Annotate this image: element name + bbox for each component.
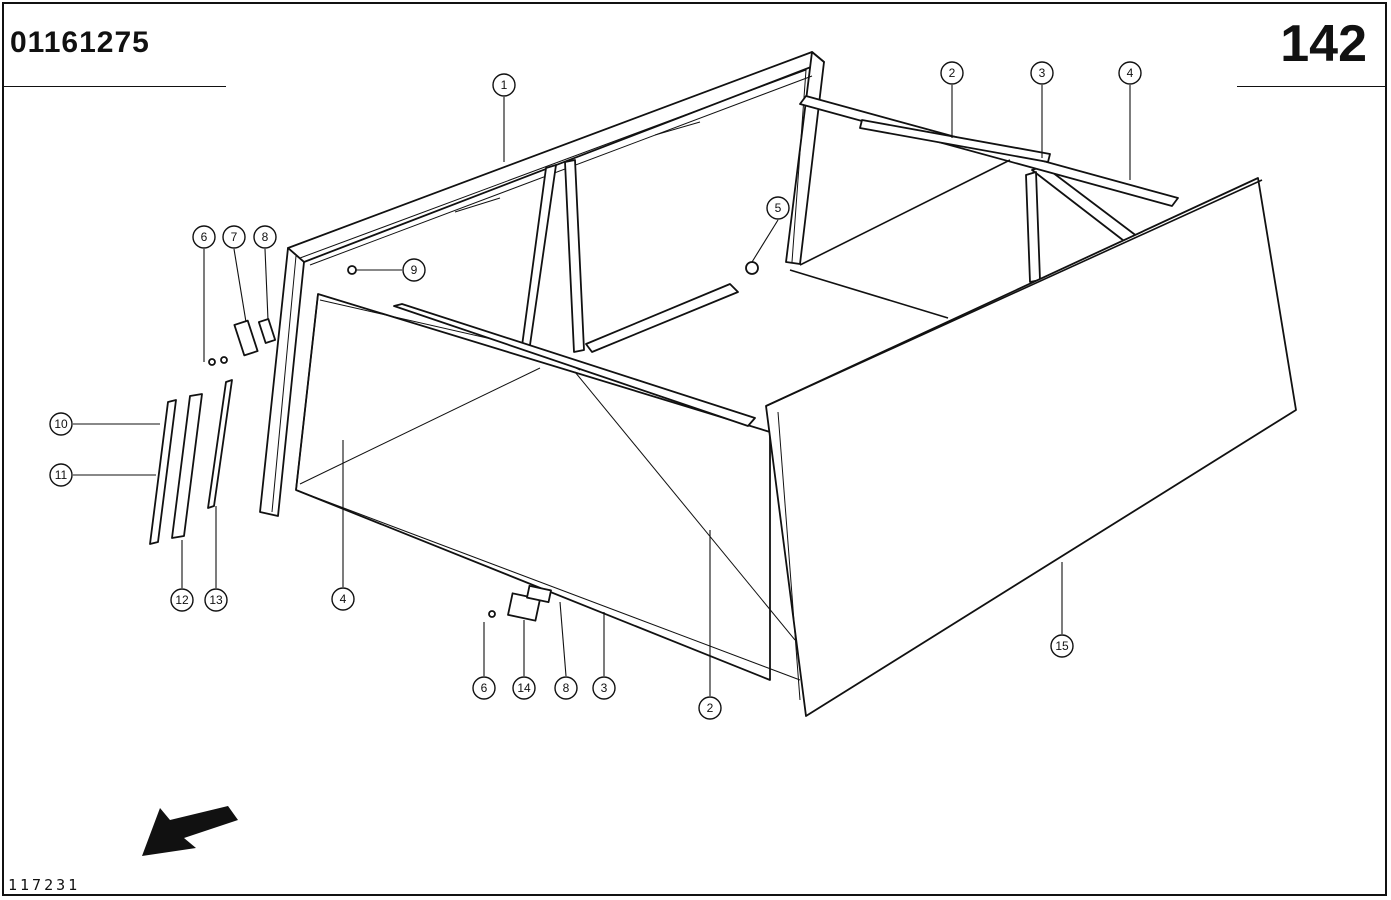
part-number: 01161275 — [10, 26, 150, 59]
callout-2: 2 — [940, 61, 964, 85]
svg-text:15: 15 — [1055, 639, 1069, 653]
svg-text:4: 4 — [1127, 66, 1134, 80]
svg-text:6: 6 — [201, 230, 208, 244]
svg-text:10: 10 — [54, 417, 68, 431]
callout-4: 4 — [1118, 61, 1142, 85]
svg-text:11: 11 — [55, 468, 68, 482]
callout-14: 14 — [512, 676, 536, 700]
svg-text:8: 8 — [262, 230, 269, 244]
callout-8b: 8 — [554, 676, 578, 700]
side-panel-right — [765, 177, 1297, 717]
header-rule-left — [2, 86, 226, 87]
callout-8: 8 — [253, 225, 277, 249]
svg-text:14: 14 — [517, 681, 531, 695]
svg-text:7: 7 — [231, 230, 238, 244]
corner-post-right — [1025, 171, 1041, 283]
svg-text:9: 9 — [411, 263, 418, 277]
callout-9: 9 — [402, 258, 426, 282]
callout-15: 15 — [1050, 634, 1074, 658]
svg-text:1: 1 — [501, 78, 508, 92]
svg-text:2: 2 — [949, 66, 956, 80]
hinge-parts — [149, 261, 759, 622]
callout-7: 7 — [222, 225, 246, 249]
leader-lines — [73, 85, 1131, 696]
svg-text:5: 5 — [775, 201, 782, 215]
svg-text:12: 12 — [175, 593, 189, 607]
page-number: 142 — [1280, 15, 1367, 73]
svg-text:3: 3 — [601, 681, 608, 695]
callout-12: 12 — [170, 588, 194, 612]
callout-5: 5 — [766, 196, 790, 220]
figure-number: 117231 — [8, 876, 81, 894]
callout-13: 13 — [204, 588, 228, 612]
svg-text:2: 2 — [707, 701, 714, 715]
header-rule-right — [1237, 86, 1387, 87]
callout-1: 1 — [492, 73, 516, 97]
svg-text:6: 6 — [481, 681, 488, 695]
callout-10: 10 — [49, 412, 73, 436]
longitudinal-rails — [393, 95, 1179, 427]
callout-4b: 4 — [331, 587, 355, 611]
svg-text:13: 13 — [209, 593, 223, 607]
callout-3: 3 — [1030, 61, 1054, 85]
callout-6b: 6 — [472, 676, 496, 700]
svg-text:3: 3 — [1039, 66, 1046, 80]
arrow-down-left-icon — [142, 806, 238, 856]
callout-2b: 2 — [698, 696, 722, 720]
callout-11: 11 — [49, 463, 73, 487]
svg-text:4: 4 — [340, 592, 347, 606]
callout-6: 6 — [192, 225, 216, 249]
svg-text:8: 8 — [563, 681, 570, 695]
internal-stays — [521, 159, 1143, 353]
rear-frame — [259, 51, 825, 517]
callout-3b: 3 — [592, 676, 616, 700]
